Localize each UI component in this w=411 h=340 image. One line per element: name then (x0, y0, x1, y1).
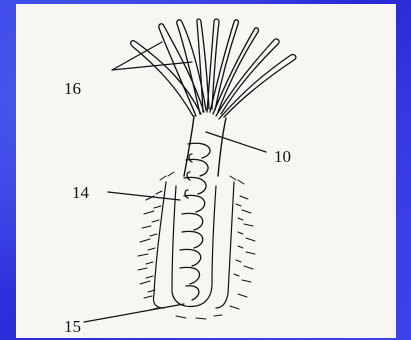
stalk (184, 116, 226, 176)
diagram-paper: 16 10 14 15 (16, 4, 396, 338)
label-10: 10 (274, 148, 291, 165)
leader-10 (206, 132, 266, 152)
label-16: 16 (64, 80, 81, 97)
hair-cell-drawing (16, 4, 396, 338)
sheath (153, 182, 234, 308)
leader-15 (84, 304, 184, 322)
fanned-bristles (131, 19, 296, 119)
leader-lines (84, 42, 266, 322)
label-14: 14 (72, 184, 89, 201)
leader-14 (108, 192, 180, 200)
label-15: 15 (64, 318, 81, 335)
segmented-core (180, 143, 210, 300)
